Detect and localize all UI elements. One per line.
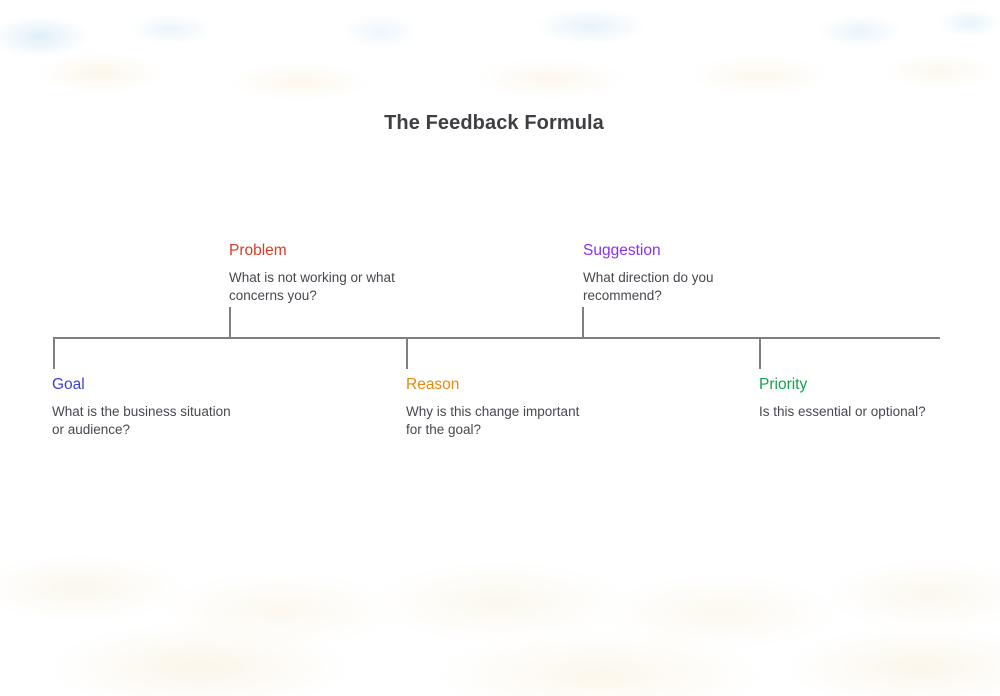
tick-goal [53, 338, 55, 369]
step-suggestion-description: What direction do you recommend? [583, 270, 714, 303]
step-problem-description: What is not working or what concerns you… [229, 270, 395, 303]
step-goal-label: Goal [52, 376, 85, 393]
diagram-title: The Feedback Formula [384, 112, 604, 134]
step-goal: Goal What is the business situation or a… [52, 375, 244, 438]
step-reason: Reason Why is this change important for … [406, 375, 594, 438]
tick-priority [759, 338, 761, 369]
tick-suggestion [582, 307, 584, 338]
step-goal-description: What is the business situation or audien… [52, 404, 231, 437]
step-problem: Problem What is not working or what conc… [229, 241, 407, 304]
background-texture-top [0, 0, 1000, 105]
step-reason-description: Why is this change important for the goa… [406, 404, 580, 437]
step-suggestion-label: Suggestion [583, 242, 661, 259]
step-problem-label: Problem [229, 242, 287, 259]
step-priority-label: Priority [759, 376, 808, 393]
step-priority: Priority Is this essential or optional? [759, 375, 974, 421]
timeline-axis [53, 337, 940, 339]
tick-reason [406, 338, 408, 369]
background-texture-bottom [0, 552, 1000, 696]
step-priority-description: Is this essential or optional? [759, 404, 926, 419]
step-suggestion: Suggestion What direction do you recomme… [583, 241, 735, 304]
step-reason-label: Reason [406, 376, 460, 393]
tick-problem [229, 307, 231, 338]
